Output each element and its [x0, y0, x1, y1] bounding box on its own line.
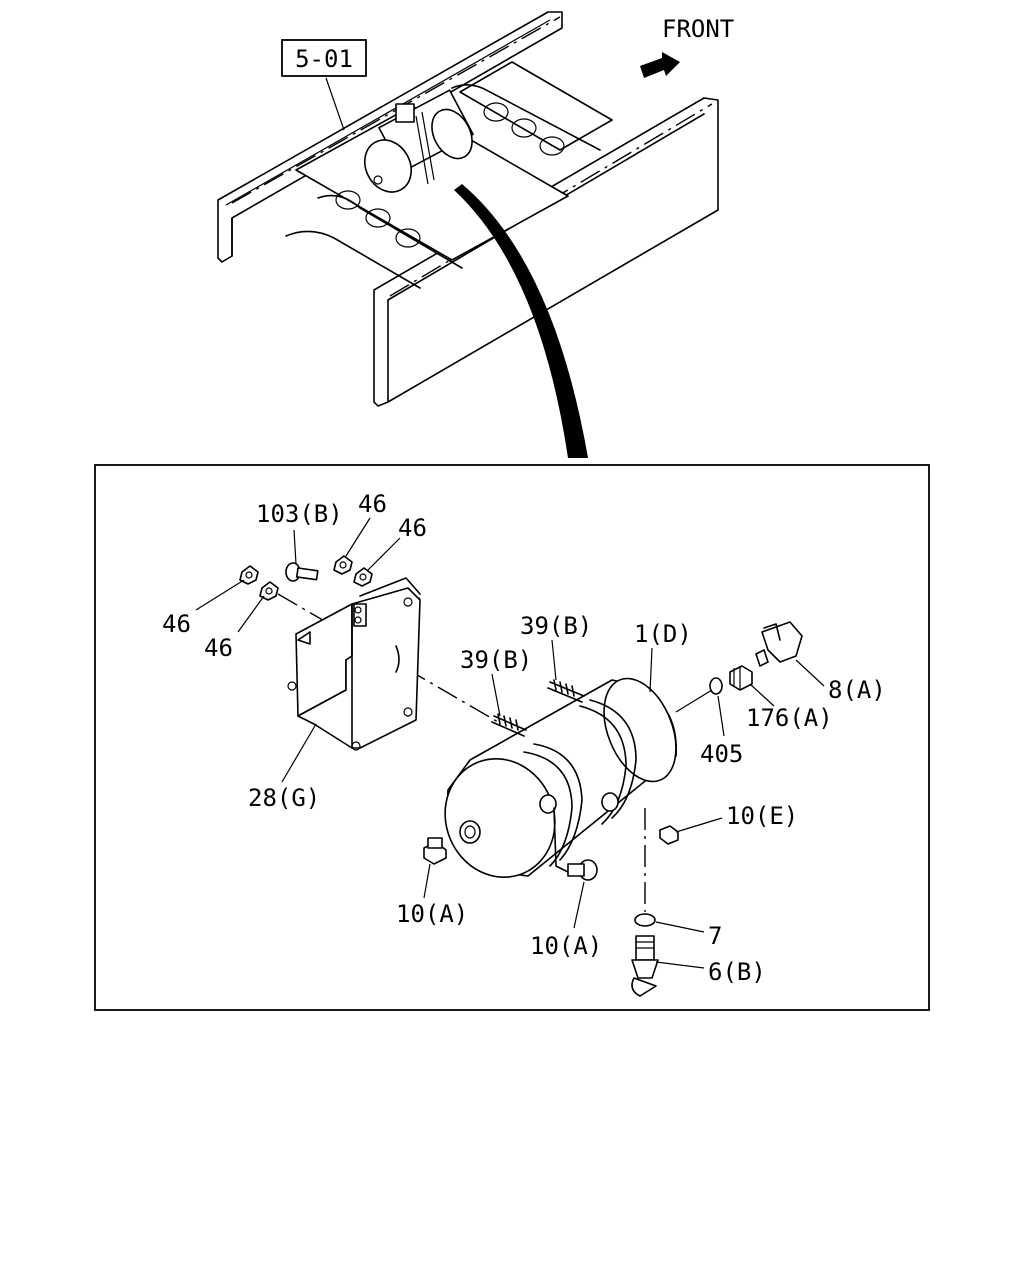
front-arrow-icon — [640, 52, 680, 78]
callout-labels: 103(B) 46 46 46 46 28(G) 39(B) 39(B) 1(D… — [162, 490, 886, 986]
washer-7 — [634, 913, 656, 927]
chassis-frame — [217, 11, 719, 407]
washer-405 — [709, 677, 723, 695]
label-405: 405 — [700, 740, 743, 768]
label-176a: 176(A) — [746, 704, 833, 732]
label-7: 7 — [708, 922, 722, 950]
label-39b-b: 39(B) — [520, 612, 592, 640]
leader-lines — [195, 517, 825, 969]
label-28g: 28(G) — [248, 784, 320, 812]
bolt-103b — [285, 562, 319, 582]
label-10a-left: 10(A) — [396, 900, 468, 928]
air-tank-1d — [444, 677, 677, 878]
label-6b: 6(B) — [708, 958, 766, 986]
label-46-b: 46 — [398, 514, 427, 542]
plug-10e — [659, 825, 679, 845]
reference-box-label: 5-01 — [295, 45, 353, 73]
drain-cock-6b — [631, 935, 659, 997]
fitting-8a — [755, 621, 803, 667]
label-10a-right: 10(A) — [530, 932, 602, 960]
detail-frame — [94, 464, 930, 1011]
label-8a: 8(A) — [828, 676, 886, 704]
front-label: FRONT — [662, 15, 734, 43]
label-10e: 10(E) — [726, 802, 798, 830]
front-direction-indicator: FRONT — [640, 15, 734, 78]
label-46-c: 46 — [162, 610, 191, 638]
label-46-a: 46 — [358, 490, 387, 518]
bracket-28g — [287, 577, 421, 751]
tank-on-frame-thumbnail — [364, 89, 474, 193]
fitting-176a — [729, 665, 753, 691]
plug-10a-left — [423, 837, 447, 865]
nut-46-group — [239, 555, 373, 601]
label-103b: 103(B) — [256, 500, 343, 528]
stud-39b-group — [491, 679, 585, 737]
label-1d: 1(D) — [634, 620, 692, 648]
reference-box: 5-01 — [281, 39, 367, 131]
detail-pointer — [454, 184, 588, 458]
label-46-d: 46 — [204, 634, 233, 662]
plug-10a-right — [567, 859, 598, 881]
label-39b-a: 39(B) — [460, 646, 532, 674]
